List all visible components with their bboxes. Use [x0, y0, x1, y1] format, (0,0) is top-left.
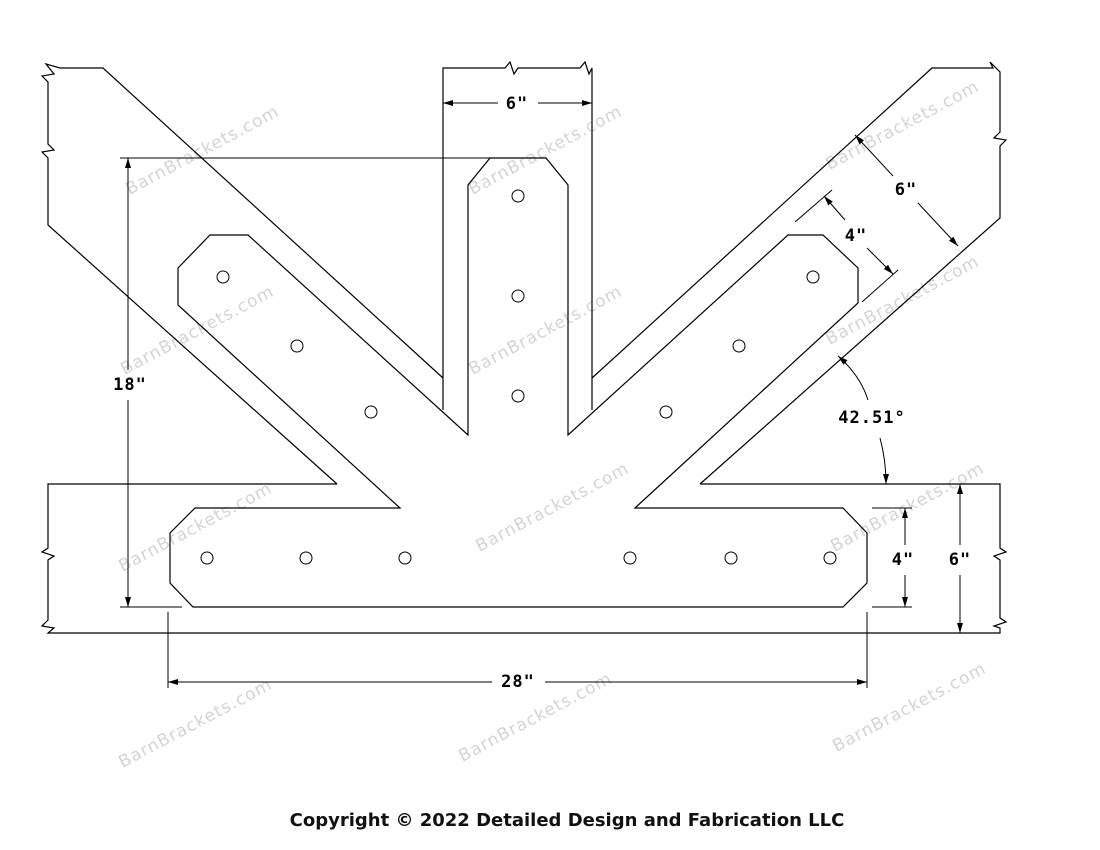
- bolt-hole: [511, 189, 525, 203]
- center-post-timber: [442, 60, 593, 410]
- dimension-plate-width-brace: 4": [794, 189, 899, 303]
- bolt-hole: [398, 551, 412, 565]
- bolt-hole: [511, 389, 525, 403]
- bolt-hole: [200, 551, 214, 565]
- watermark: BarnBrackets.com: [830, 659, 990, 757]
- watermark: BarnBrackets.com: [118, 282, 278, 380]
- dimension-plate-width-bottom: 4": [872, 507, 914, 608]
- bolt-hole: [659, 405, 673, 419]
- bolt-hole: [806, 270, 820, 284]
- watermark: BarnBrackets.com: [466, 282, 626, 380]
- dimension-beam-depth: 6": [949, 483, 1000, 633]
- dimension-label: 4": [845, 226, 867, 246]
- left-brace-timber: [40, 62, 444, 485]
- dimension-height: 18": [113, 157, 490, 608]
- watermark: BarnBrackets.com: [116, 479, 276, 577]
- right-brace-timber: [591, 61, 1008, 485]
- bolt-holes: [200, 189, 837, 565]
- copyright-text: Copyright © 2022 Detailed Design and Fab…: [289, 810, 845, 831]
- bolt-hole: [823, 551, 837, 565]
- dimension-label: 42.51°: [838, 408, 905, 428]
- dimension-brace-width: 6": [854, 134, 959, 247]
- watermark: BarnBrackets.com: [116, 675, 276, 773]
- dimension-length: 28": [167, 612, 868, 692]
- dimension-post-width: 6": [443, 94, 592, 114]
- watermark: BarnBrackets.com: [466, 102, 626, 200]
- bolt-hole: [623, 551, 637, 565]
- bolt-hole: [724, 551, 738, 565]
- bolt-hole: [299, 551, 313, 565]
- bolt-hole: [216, 270, 230, 284]
- watermark: BarnBrackets.com: [823, 252, 983, 350]
- bracket-plate-outline: [169, 157, 868, 608]
- dimension-label: 28": [501, 672, 535, 692]
- bolt-hole: [732, 339, 746, 353]
- bolt-hole: [364, 405, 378, 419]
- horizontal-beam-timber: [40, 483, 1008, 634]
- watermark: BarnBrackets.com: [456, 669, 616, 767]
- watermark: BarnBrackets.com: [473, 459, 633, 557]
- timbers: [40, 60, 1008, 634]
- dimension-label: 6": [895, 180, 917, 200]
- watermark: BarnBrackets.com: [823, 77, 983, 175]
- dimension-angle: 42.51°: [837, 355, 905, 485]
- dimension-label: 6": [506, 94, 528, 114]
- bolt-hole: [511, 289, 525, 303]
- bolt-hole: [290, 339, 304, 353]
- watermark: BarnBrackets.com: [123, 102, 283, 200]
- dimension-label: 18": [113, 375, 147, 395]
- dimension-label: 6": [949, 550, 971, 570]
- dimension-label: 4": [892, 550, 914, 570]
